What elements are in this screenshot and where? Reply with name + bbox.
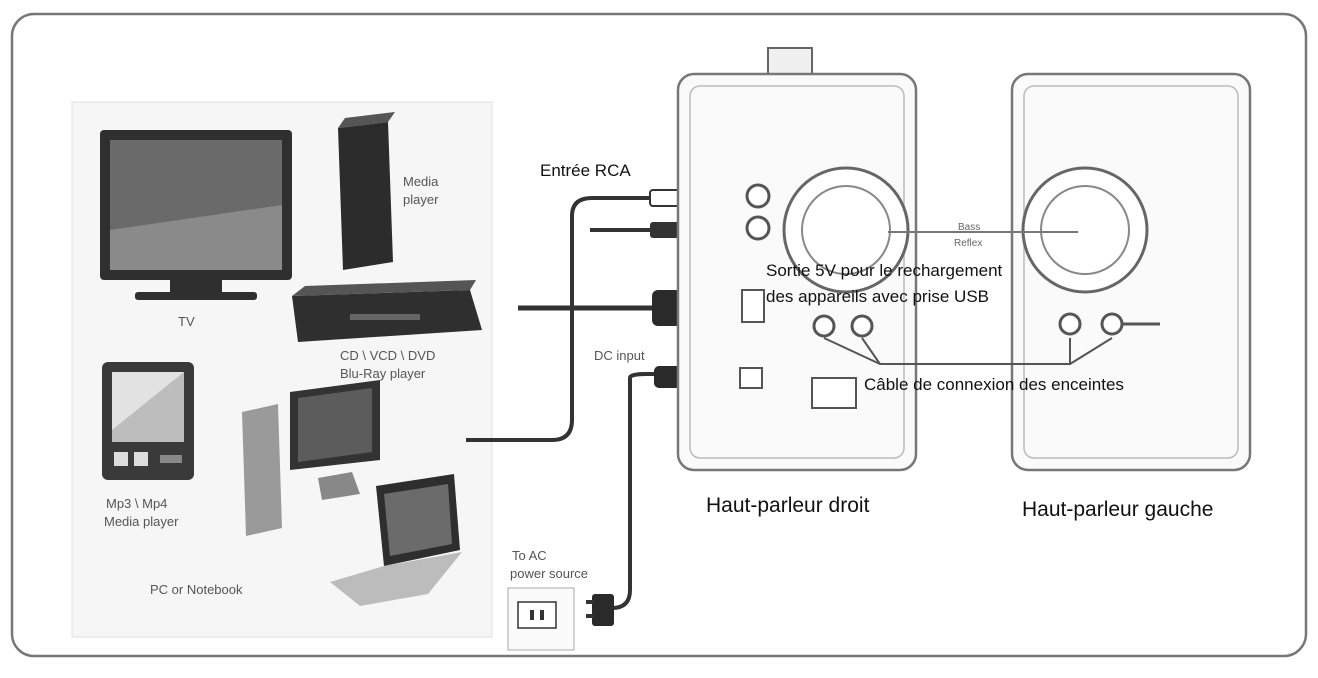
ac-source-label-1: To AC	[512, 548, 547, 563]
mp3-label-1: Mp3 \ Mp4	[106, 496, 167, 511]
dc-input-label: DC input	[594, 348, 645, 363]
bass-reflex-label-2: Reflex	[954, 238, 982, 249]
right-speaker	[676, 47, 918, 472]
dvd-label-1: CD \ VCD \ DVD	[340, 348, 435, 363]
rca-input-label: Entrée RCA	[540, 161, 631, 180]
mp3-label-2: Media player	[104, 514, 179, 529]
notebook-icon	[330, 474, 462, 606]
tv-label: TV	[178, 314, 195, 329]
left-speaker-label: Haut-parleur gauche	[1022, 498, 1213, 521]
usb-output-label-2: des appareils avec prise USB	[766, 287, 989, 306]
mp3-player-icon	[102, 362, 194, 480]
dvd-player-icon	[292, 280, 482, 342]
dvd-label-2: Blu-Ray player	[340, 366, 426, 381]
media-player-label-2: player	[403, 192, 439, 207]
media-player-label-1: Media	[403, 174, 439, 189]
ac-source-label-2: power source	[510, 566, 588, 581]
usb-output-label-1: Sortie 5V pour le rechargement	[766, 261, 1003, 280]
pc-icon	[242, 380, 380, 536]
bass-reflex-label-1: Bass	[958, 222, 980, 233]
speaker-cable-lines	[823, 231, 1113, 365]
ac-socket	[507, 587, 614, 651]
speaker-cable-label: Câble de connexion des enceintes	[864, 375, 1124, 394]
pc-label: PC or Notebook	[150, 582, 243, 597]
left-speaker	[1010, 72, 1252, 472]
media-player-icon	[338, 112, 395, 270]
outer-frame	[10, 12, 1308, 658]
right-speaker-label: Haut-parleur droit	[706, 494, 870, 517]
tv-icon	[100, 130, 292, 300]
cables	[466, 196, 670, 610]
